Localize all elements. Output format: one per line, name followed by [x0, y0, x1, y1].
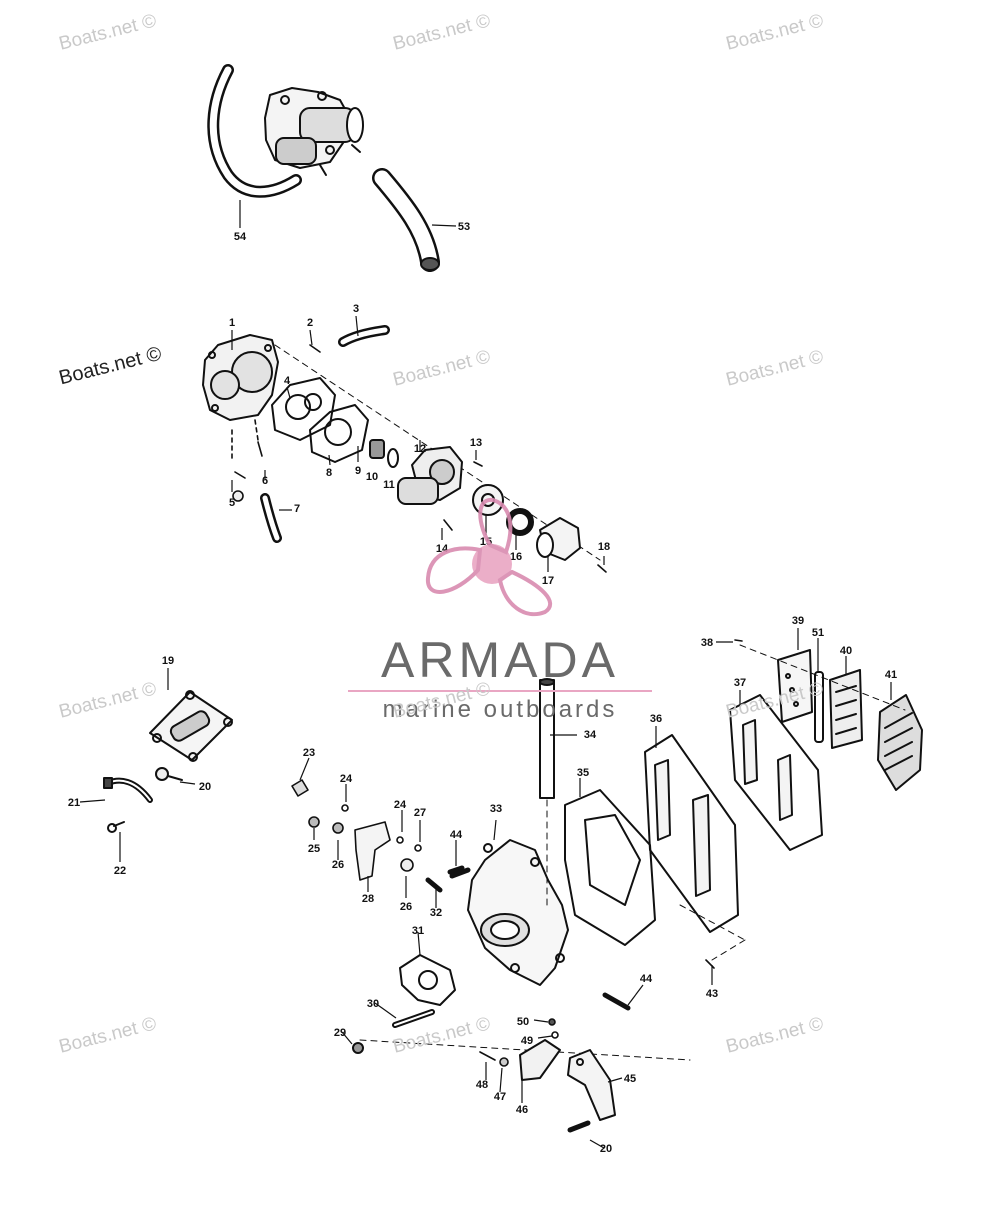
part-number-label: 48 [476, 1079, 488, 1091]
part-number-label: 39 [792, 615, 804, 627]
reeds-40 [829, 669, 863, 749]
part-number-label: 47 [494, 1091, 506, 1103]
hose-7 [260, 493, 282, 543]
small-fasteners [231, 344, 607, 573]
part-number-label: 19 [162, 655, 174, 667]
reed-stop-51 [814, 671, 824, 743]
part-number-label: 49 [521, 1035, 533, 1047]
nut-29 [352, 1042, 364, 1054]
part-number-label: 20 [600, 1143, 612, 1155]
part-number-label: 12 [414, 443, 426, 455]
screw-20-left [155, 767, 183, 781]
part-number-label: 34 [584, 729, 597, 741]
part-number-label: 1 [229, 317, 235, 329]
pump-cover-12 [397, 446, 463, 505]
plate-36 [644, 734, 739, 933]
pump-body-1 [202, 334, 279, 421]
part-number-label: 5 [229, 497, 235, 509]
brand-divider [348, 690, 652, 692]
part-number-label: 27 [414, 807, 426, 819]
reed-plate-39 [777, 649, 813, 723]
leader-lines [79, 200, 892, 1149]
arm-45 [567, 1049, 616, 1121]
lower-fasteners [449, 639, 743, 1133]
gasket-35 [564, 789, 656, 946]
part-number-label: 51 [812, 627, 824, 639]
housing-33 [467, 839, 569, 986]
part-number-label: 9 [355, 465, 361, 477]
part-number-label: 50 [517, 1016, 529, 1028]
part-number-label: 20 [199, 781, 211, 793]
part-number-label: 24 [394, 799, 407, 811]
part-number-label: 6 [262, 475, 268, 487]
brand-subtitle: marine outboards [382, 696, 618, 723]
cover-19 [149, 690, 233, 762]
part-number-label: 37 [734, 677, 746, 689]
part-number-label: 17 [542, 575, 554, 587]
diaphragm-8 [309, 404, 369, 463]
check-valve-10 [369, 439, 399, 468]
part-number-label: 21 [68, 797, 80, 809]
armada-logo-propeller [425, 497, 553, 617]
part-number-label: 30 [367, 998, 379, 1010]
fuel-pump-assembly [264, 87, 364, 176]
part-number-label: 22 [114, 865, 126, 877]
part-number-label: 16 [510, 551, 522, 563]
part-number-label: 13 [470, 437, 482, 449]
bolt-30 [392, 1009, 435, 1028]
part-number-label: 7 [294, 503, 300, 515]
part-number-label: 44 [450, 829, 463, 841]
part-number-label: 11 [383, 479, 395, 491]
part-number-label: 35 [577, 767, 589, 779]
part-number-label: 41 [885, 669, 897, 681]
part-number-label: 32 [430, 907, 442, 919]
hose-3 [338, 325, 390, 347]
part-number-label: 44 [640, 973, 653, 985]
reed-block-41 [877, 694, 923, 791]
part-number-label: 3 [353, 303, 359, 315]
part-number-label: 31 [412, 925, 424, 937]
fuel-hose-54 [207, 64, 302, 198]
part-number-label: 43 [706, 988, 718, 1000]
solenoid-17 [536, 517, 581, 561]
gasket-4 [271, 377, 336, 441]
part-number-label: 38 [701, 637, 713, 649]
part-number-label: 28 [362, 893, 374, 905]
part-number-label: 10 [366, 471, 378, 483]
armada-logo: ARMADA marine outboards [340, 632, 660, 724]
part-number-label: 33 [490, 803, 502, 815]
fuel-hose-53 [372, 168, 440, 272]
part-number-label: 26 [332, 859, 344, 871]
part-number-label: 29 [334, 1027, 346, 1039]
part-number-label: 36 [650, 713, 662, 725]
bracket-46 [519, 1039, 561, 1081]
part-number-label: 26 [400, 901, 412, 913]
part-number-label: 40 [840, 645, 852, 657]
part-number-label: 4 [284, 375, 291, 387]
brand-title: ARMADA [381, 632, 619, 688]
bracket-21 [103, 777, 153, 833]
part-number-label: 25 [308, 843, 320, 855]
part-number-label: 24 [340, 773, 353, 785]
part-number-label: 8 [326, 467, 332, 479]
part-number-label: 45 [624, 1073, 636, 1085]
part-number-label: 54 [234, 231, 247, 243]
plate-31 [399, 954, 456, 1006]
linkage-group [291, 779, 465, 893]
part-number-label: 2 [307, 317, 313, 329]
part-number-label: 53 [458, 221, 470, 233]
part-number-label: 18 [598, 541, 610, 553]
gasket-37 [729, 694, 823, 851]
tube-34 [539, 678, 555, 911]
part-number-label: 23 [303, 747, 315, 759]
part-number-label: 46 [516, 1104, 528, 1116]
